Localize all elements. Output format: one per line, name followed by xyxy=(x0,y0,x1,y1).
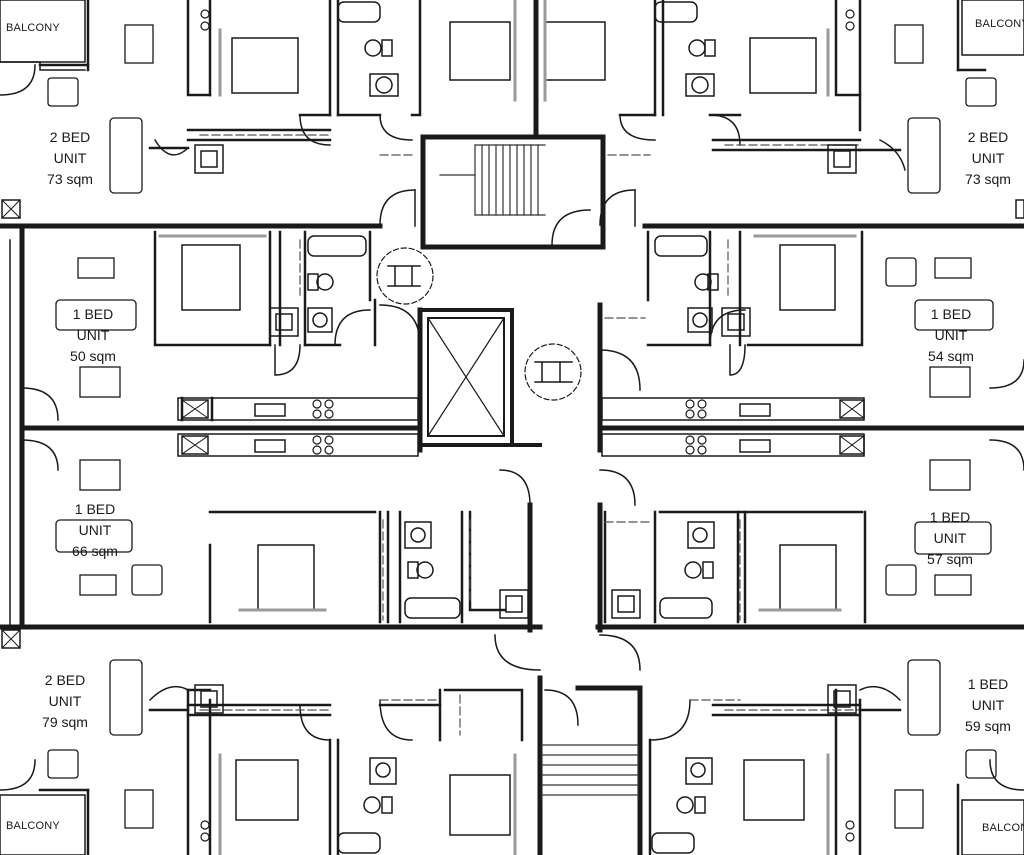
bottom-stair-treads xyxy=(541,744,639,801)
dining-tables xyxy=(77,24,972,829)
balcony-label-top-right: BALCONY xyxy=(975,18,1024,30)
left-facade xyxy=(1,199,1024,649)
unit-label-midbot-right: 1 BED UNIT 57 sqm xyxy=(915,507,985,570)
unit-label-top-left: 2 BED UNIT 73 sqm xyxy=(35,127,105,190)
walls-midtop-right xyxy=(646,230,864,347)
unit-type: 2 BED xyxy=(44,672,86,688)
unit-type: 1 BED xyxy=(74,501,116,517)
walls-midbot-right xyxy=(603,510,867,624)
unit-word: UNIT xyxy=(53,150,87,166)
unit-type: 1 BED xyxy=(967,676,1009,692)
walls-top-left xyxy=(38,0,422,150)
bottom-left-balcony xyxy=(0,794,86,855)
kitchen-benches xyxy=(177,397,865,457)
unit-word: UNIT xyxy=(934,327,968,343)
top-stair-core xyxy=(420,134,606,250)
unit-word: UNIT xyxy=(933,530,967,546)
unit-word: UNIT xyxy=(971,150,1005,166)
unit-area: 50 sqm xyxy=(70,348,116,364)
unit-word: UNIT xyxy=(48,693,82,709)
wardrobes xyxy=(199,134,859,736)
door-swings xyxy=(0,64,1024,791)
unit-label-midtop-right: 1 BED UNIT 54 sqm xyxy=(916,304,986,367)
unit-word: UNIT xyxy=(76,327,110,343)
accessible-turning-circles xyxy=(376,247,582,401)
top-stair-treads xyxy=(439,144,546,216)
balcony-label-bottom-right: BALCONY xyxy=(982,822,1024,834)
walls-bot-left xyxy=(38,688,524,855)
walls-bot-right xyxy=(648,688,960,855)
bed-hatch xyxy=(158,0,857,855)
wheelchair-icons xyxy=(387,265,573,383)
lift-core xyxy=(418,308,542,447)
unit-type: 1 BED xyxy=(929,509,971,525)
unit-area: 54 sqm xyxy=(928,348,974,364)
unit-area: 59 sqm xyxy=(965,718,1011,734)
unit-label-top-right: 2 BED UNIT 73 sqm xyxy=(953,127,1023,190)
unit-type: 2 BED xyxy=(49,129,91,145)
unit-type: 1 BED xyxy=(72,306,114,322)
unit-area: 79 sqm xyxy=(42,714,88,730)
top-left-balcony xyxy=(0,0,86,71)
unit-word: UNIT xyxy=(971,697,1005,713)
balcony-label-bottom-left: BALCONY xyxy=(6,820,60,832)
unit-label-midtop-left: 1 BED UNIT 50 sqm xyxy=(58,304,128,367)
unit-area: 57 sqm xyxy=(927,551,973,567)
unit-word: UNIT xyxy=(78,522,112,538)
cooktops xyxy=(200,9,855,842)
unit-label-bot-left: 2 BED UNIT 79 sqm xyxy=(30,670,100,733)
unit-area: 73 sqm xyxy=(47,171,93,187)
sofas xyxy=(47,77,997,779)
balcony-label-top-left: BALCONY xyxy=(6,22,60,34)
unit-area: 66 sqm xyxy=(72,543,118,559)
unit-type: 1 BED xyxy=(930,306,972,322)
walls-top-right xyxy=(618,0,987,152)
unit-label-midbot-left: 1 BED UNIT 66 sqm xyxy=(60,499,130,562)
bottom-right-balcony xyxy=(961,799,1024,855)
laundry xyxy=(194,144,857,714)
bath-fixtures xyxy=(307,1,719,854)
unit-type: 2 BED xyxy=(967,129,1009,145)
unit-label-bot-right: 1 BED UNIT 59 sqm xyxy=(953,674,1023,737)
walls-midtop-left xyxy=(153,230,377,422)
top-right-balcony xyxy=(961,0,1024,56)
unit-area: 73 sqm xyxy=(965,171,1011,187)
